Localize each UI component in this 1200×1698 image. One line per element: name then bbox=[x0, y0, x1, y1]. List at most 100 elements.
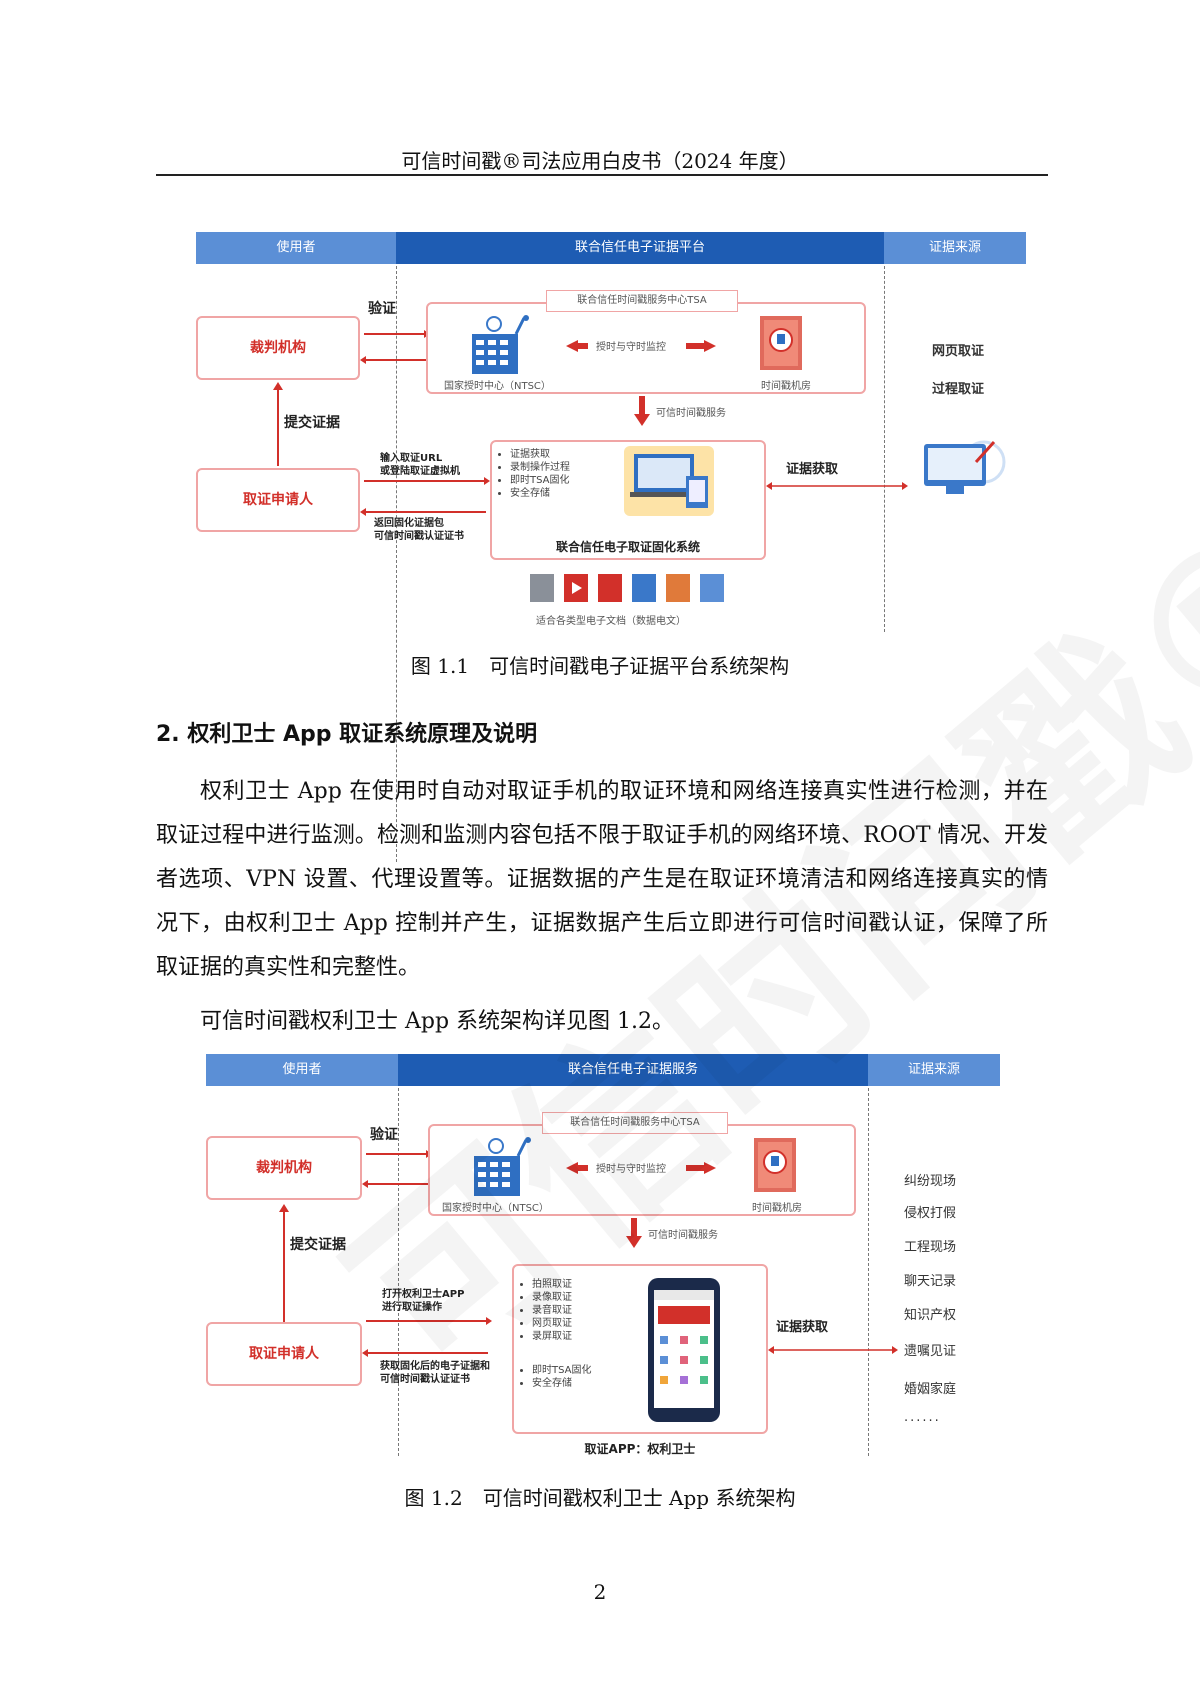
tsa-center-label: 联合信任时间戳服务中心TSA bbox=[546, 290, 738, 312]
tsa-room-label: 时间戳机房 bbox=[752, 1203, 802, 1214]
return-arrow bbox=[360, 508, 486, 516]
ntsc-building-icon bbox=[472, 315, 529, 374]
separator-right bbox=[884, 266, 885, 632]
input-url-line1: 输入取证URL bbox=[380, 453, 443, 464]
source-item: 侵权打假 bbox=[904, 1206, 957, 1221]
separator-left bbox=[396, 266, 397, 862]
bar-source: 证据来源 bbox=[868, 1054, 1000, 1086]
paragraph: 权利卫士 App 在使用时自动对取证手机的取证环境和网络连接真实性进行检测，并在… bbox=[156, 779, 1048, 980]
evidence-arrow bbox=[766, 482, 908, 490]
timing-arrows bbox=[566, 1162, 716, 1174]
separator-left bbox=[398, 1088, 399, 1456]
source-item: 纠纷现场 bbox=[904, 1174, 957, 1189]
tsa-center-label: 联合信任时间戳服务中心TSA bbox=[542, 1112, 728, 1134]
return-line1: 返回固化证据包 bbox=[374, 518, 444, 529]
bar-platform: 联合信任电子证据服务 bbox=[398, 1054, 868, 1086]
source-item: 知识产权 bbox=[904, 1308, 957, 1323]
bar-source: 证据来源 bbox=[884, 232, 1026, 264]
submit-label: 提交证据 bbox=[284, 415, 340, 431]
service-arrow bbox=[626, 1218, 642, 1248]
page-header-title: 可信时间戳®司法应用白皮书（2024 年度） bbox=[401, 149, 799, 173]
feature-item: 录屏取证 bbox=[532, 1330, 572, 1343]
figure-1: 使用者 联合信任电子证据平台 证据来源 裁判机构 验证 提交证据 取证申请人 联… bbox=[196, 232, 1026, 862]
verify-label: 验证 bbox=[368, 301, 396, 317]
feature-item: 网页取证 bbox=[532, 1317, 572, 1330]
app-feature-list-2: 即时TSA固化 安全存储 bbox=[518, 1364, 591, 1390]
web-monitor-icon bbox=[924, 440, 1006, 494]
source-item: 过程取证 bbox=[932, 382, 985, 397]
figure-1-caption: 图 1.1 可信时间戳电子证据平台系统架构 bbox=[410, 654, 790, 678]
open-app-line1: 打开权利卫士APP bbox=[382, 1289, 465, 1300]
feature-item: 录像取证 bbox=[532, 1291, 572, 1304]
service-label: 可信时间戳服务 bbox=[656, 408, 726, 419]
evidence-get-label: 证据获取 bbox=[776, 1320, 829, 1335]
evidence-arrow bbox=[768, 1346, 898, 1354]
bar-user: 使用者 bbox=[206, 1054, 398, 1086]
get-evidence-arrow bbox=[362, 1349, 488, 1357]
feature-item: 即时TSA固化 bbox=[532, 1364, 591, 1377]
submit-label: 提交证据 bbox=[290, 1237, 346, 1253]
figure-2: 使用者 联合信任电子证据服务 证据来源 裁判机构 验证 提交证据 取证申请人 联… bbox=[206, 1054, 1006, 1458]
figure-2-caption: 图 1.2 可信时间戳权利卫士 App 系统架构 bbox=[404, 1486, 796, 1510]
verify-arrows bbox=[360, 330, 430, 364]
get-evidence-line2: 可信时间戳认证证书 bbox=[380, 1374, 470, 1385]
evidence-get-label: 证据获取 bbox=[786, 462, 839, 477]
app-box bbox=[512, 1264, 768, 1434]
ntsc-building-icon bbox=[474, 1137, 531, 1196]
source-item: ······ bbox=[904, 1414, 941, 1429]
timing-label: 授时与守时监控 bbox=[596, 342, 666, 353]
input-arrow bbox=[364, 477, 490, 485]
system-feature-list: 证据获取 录制操作过程 即时TSA固化 安全存储 bbox=[496, 448, 570, 500]
source-item: 遗嘱见证 bbox=[904, 1344, 957, 1359]
feature-item: 安全存储 bbox=[510, 487, 570, 500]
section-heading: 2. 权利卫士 App 取证系统原理及说明 bbox=[156, 722, 538, 747]
verify-label: 验证 bbox=[370, 1127, 398, 1143]
court-box: 裁判机构 bbox=[206, 1136, 362, 1200]
source-item: 工程现场 bbox=[904, 1240, 957, 1255]
app-label: 取证APP：权利卫士 bbox=[584, 1442, 696, 1456]
feature-item: 录音取证 bbox=[532, 1304, 572, 1317]
system-label: 联合信任电子取证固化系统 bbox=[555, 540, 700, 554]
tsa-room-label: 时间戳机房 bbox=[761, 381, 811, 392]
paragraph: 可信时间戳权利卫士 App 系统架构详见图 1.2。 bbox=[200, 1009, 675, 1034]
devices-icon bbox=[624, 446, 714, 516]
feature-item: 录制操作过程 bbox=[510, 461, 570, 474]
submit-arrow bbox=[279, 1204, 289, 1324]
applicant-box: 取证申请人 bbox=[206, 1322, 362, 1386]
bar-platform: 联合信任电子证据平台 bbox=[396, 232, 884, 264]
service-label: 可信时间戳服务 bbox=[648, 1230, 718, 1241]
verify-arrows bbox=[362, 1150, 432, 1188]
bar-user: 使用者 bbox=[196, 232, 396, 264]
feature-item: 即时TSA固化 bbox=[510, 474, 570, 487]
get-evidence-line1: 获取固化后的电子证据和 bbox=[380, 1361, 490, 1372]
submit-arrow bbox=[273, 382, 283, 466]
return-line2: 可信时间戳认证证书 bbox=[374, 531, 464, 542]
app-feature-list: 拍照取证 录像取证 录音取证 网页取证 录屏取证 bbox=[518, 1278, 572, 1343]
court-box: 裁判机构 bbox=[196, 316, 360, 380]
feature-item: 安全存储 bbox=[532, 1377, 591, 1390]
phone-app-icon bbox=[648, 1278, 720, 1422]
document-types-icons bbox=[530, 574, 724, 602]
source-item: 网页取证 bbox=[932, 344, 985, 359]
header-rule bbox=[156, 174, 1048, 176]
document-types-label: 适合各类型电子文档（数据电文） bbox=[536, 616, 686, 627]
open-app-arrow bbox=[366, 1317, 492, 1325]
feature-item: 拍照取证 bbox=[532, 1278, 572, 1291]
page-number: 2 bbox=[593, 1580, 607, 1604]
tsa-room-icon bbox=[760, 316, 802, 370]
timing-arrows bbox=[566, 340, 716, 352]
source-item: 婚姻家庭 bbox=[904, 1382, 957, 1397]
open-app-line2: 进行取证操作 bbox=[382, 1302, 442, 1313]
timing-label: 授时与守时监控 bbox=[596, 1164, 666, 1175]
applicant-box: 取证申请人 bbox=[196, 468, 360, 532]
feature-item: 证据获取 bbox=[510, 448, 570, 461]
tsa-room-icon bbox=[754, 1138, 796, 1192]
source-item: 聊天记录 bbox=[904, 1274, 957, 1289]
court-label: 裁判机构 bbox=[250, 340, 306, 356]
applicant-label: 取证申请人 bbox=[249, 1346, 319, 1362]
applicant-label: 取证申请人 bbox=[243, 492, 313, 508]
court-label: 裁判机构 bbox=[256, 1160, 312, 1176]
service-arrow bbox=[634, 396, 650, 426]
ntsc-label: 国家授时中心（NTSC） bbox=[444, 381, 551, 392]
separator-right bbox=[868, 1088, 869, 1456]
